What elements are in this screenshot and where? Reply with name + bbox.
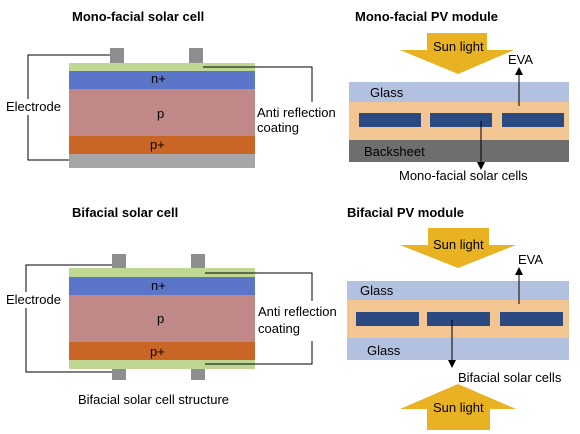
bi-module-cell-3 <box>500 312 563 326</box>
mono-cell-p-label: p <box>157 106 164 121</box>
down-arrow-icon <box>400 33 514 74</box>
mono-cell-electrode-label: Electrode <box>6 99 61 114</box>
mono-cell-electrode-line-top <box>27 54 110 99</box>
up-arrow-icon <box>400 384 516 430</box>
mono-module-backsheet-label: Backsheet <box>364 144 425 159</box>
mono-cell-back-contact <box>69 154 255 168</box>
mono-cell-n-layer <box>69 71 255 89</box>
bi-cell-electrode-line-bottom <box>25 308 112 373</box>
bi-module-sun-bottom-label: Sun light <box>433 400 484 415</box>
mono-cell-n-label: n+ <box>151 71 166 86</box>
bi-module-sun-top-label: Sun light <box>433 237 484 252</box>
bi-cell-arc-top <box>69 268 255 277</box>
down-arrow-icon <box>400 228 516 268</box>
bi-cell-n-layer <box>69 277 255 295</box>
bi-cell-electrode-label: Electrode <box>6 292 61 307</box>
bi-module-cell-1 <box>356 312 419 326</box>
bi-cell-caption: Bifacial solar cell structure <box>78 392 229 407</box>
mono-cell-arc-leader <box>203 66 313 102</box>
mono-cell-arc-layer <box>69 63 255 71</box>
bi-cell-arc-bottom <box>69 360 255 369</box>
mono-cell-p-layer <box>69 89 255 136</box>
bi-cell-title: Bifacial solar cell <box>72 205 178 220</box>
mono-cell-arc-label-2: coating <box>257 120 299 135</box>
mono-cell-panel: Mono-facial solar cell n+ p p+ Electrode… <box>6 9 336 168</box>
bi-module-glass-bottom <box>347 338 569 360</box>
bi-cell-n-label: n+ <box>151 278 166 293</box>
bi-cell-arc-label-1: Anti reflection <box>258 304 337 319</box>
mono-module-glass-label: Glass <box>370 85 404 100</box>
mono-cell-p-plus-label: p+ <box>150 137 165 152</box>
mono-cell-arc-label-1: Anti reflection <box>257 105 336 120</box>
mono-module-cell-1 <box>359 113 421 127</box>
mono-module-cells-label: Mono-facial solar cells <box>399 168 528 183</box>
bi-module-cells-label: Bifacial solar cells <box>458 370 562 385</box>
bi-cell-p-plus-layer <box>69 342 255 360</box>
bi-cell-p-layer <box>69 295 255 342</box>
bi-cell-arc-leader-bottom <box>205 341 313 365</box>
mono-module-cell-2 <box>430 113 492 127</box>
bi-cell-arc-leader-top <box>205 272 313 301</box>
bi-module-cell-2 <box>427 312 490 326</box>
mono-cell-p-plus-layer <box>69 136 255 154</box>
bi-module-eva-label: EVA <box>518 252 543 267</box>
bi-module-panel: Bifacial PV module Sun light Glass Glass… <box>347 205 569 430</box>
bi-cell-p-plus-label: p+ <box>150 344 165 359</box>
mono-module-sun-label: Sun light <box>433 39 484 54</box>
mono-module-title: Mono-facial PV module <box>355 9 498 24</box>
mono-cell-title: Mono-facial solar cell <box>72 9 204 24</box>
mono-module-panel: Mono-facial PV module Sun light Glass Ba… <box>349 9 569 183</box>
bi-cell-panel: Bifacial solar cell n+ p p+ Electrode An… <box>6 205 337 407</box>
mono-module-cell-3 <box>502 113 564 127</box>
bi-module-title: Bifacial PV module <box>347 205 464 220</box>
mono-module-backsheet <box>349 140 569 162</box>
bi-cell-arc-label-2: coating <box>258 321 300 336</box>
bi-module-glass-bottom-label: Glass <box>367 343 401 358</box>
mono-module-eva-label: EVA <box>508 52 533 67</box>
mono-cell-electrode-line-bottom <box>27 115 69 161</box>
mono-module-glass <box>349 82 569 102</box>
bi-cell-electrode-line-top <box>25 264 112 292</box>
bi-cell-p-label: p <box>157 311 164 326</box>
bi-module-glass-top-label: Glass <box>360 283 394 298</box>
bi-module-glass-top <box>347 281 569 300</box>
